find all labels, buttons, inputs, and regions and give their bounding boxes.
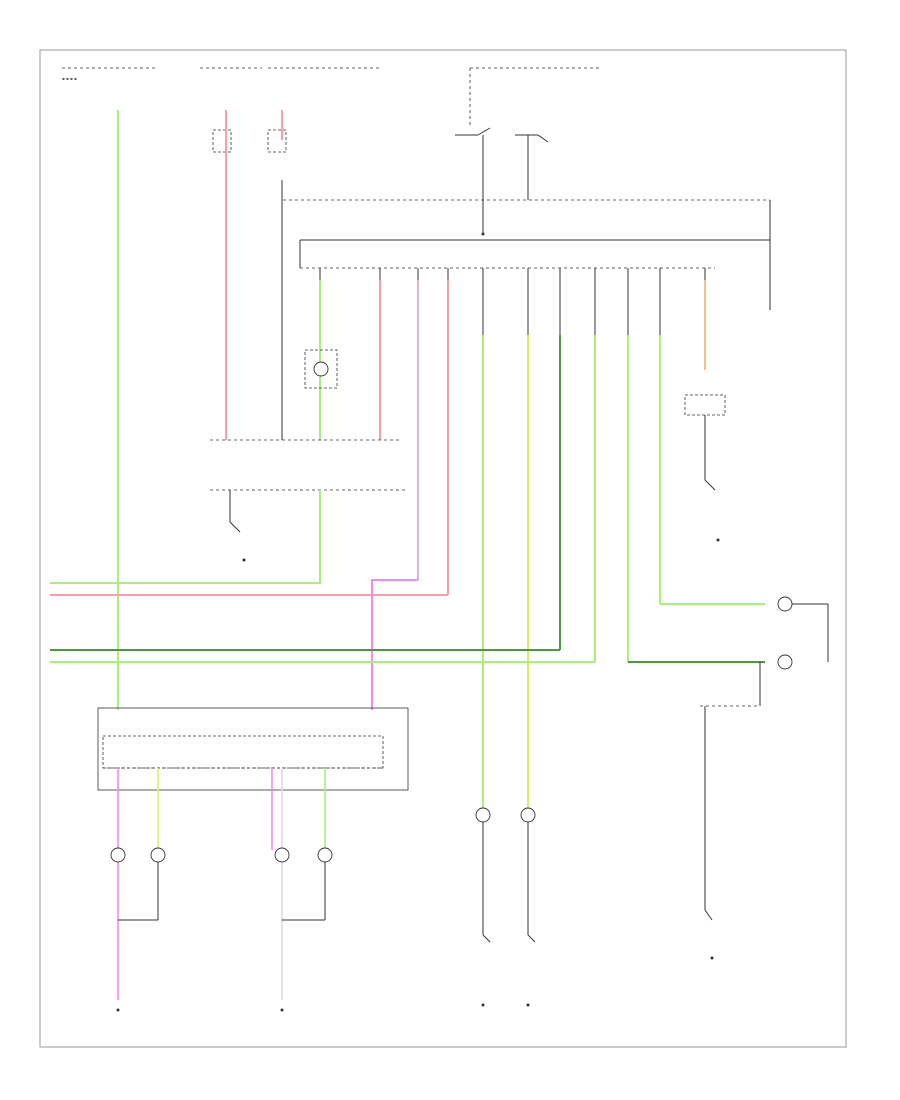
switch-right [684, 394, 726, 542]
bus-stubs [319, 268, 706, 335]
ground-icon [481, 200, 485, 236]
relay-box [304, 349, 338, 389]
svg-text:▪ ▪ ▪ ▪: ▪ ▪ ▪ ▪ [62, 76, 77, 81]
power-source-1: ▪ ▪ ▪ ▪ [62, 67, 155, 81]
diagram-frame [39, 49, 847, 1048]
right-lamps [700, 596, 829, 960]
wire-pink-h1 [371, 579, 418, 710]
lamp-module [97, 707, 409, 791]
wire-green-h1 [50, 490, 321, 584]
connector-top-left [212, 129, 287, 153]
switch-icon [455, 127, 549, 235]
power-source-4 [469, 67, 600, 125]
lamp-group-middle [475, 807, 536, 1007]
switch-left [229, 490, 246, 562]
lamp-group-left [110, 768, 333, 1012]
